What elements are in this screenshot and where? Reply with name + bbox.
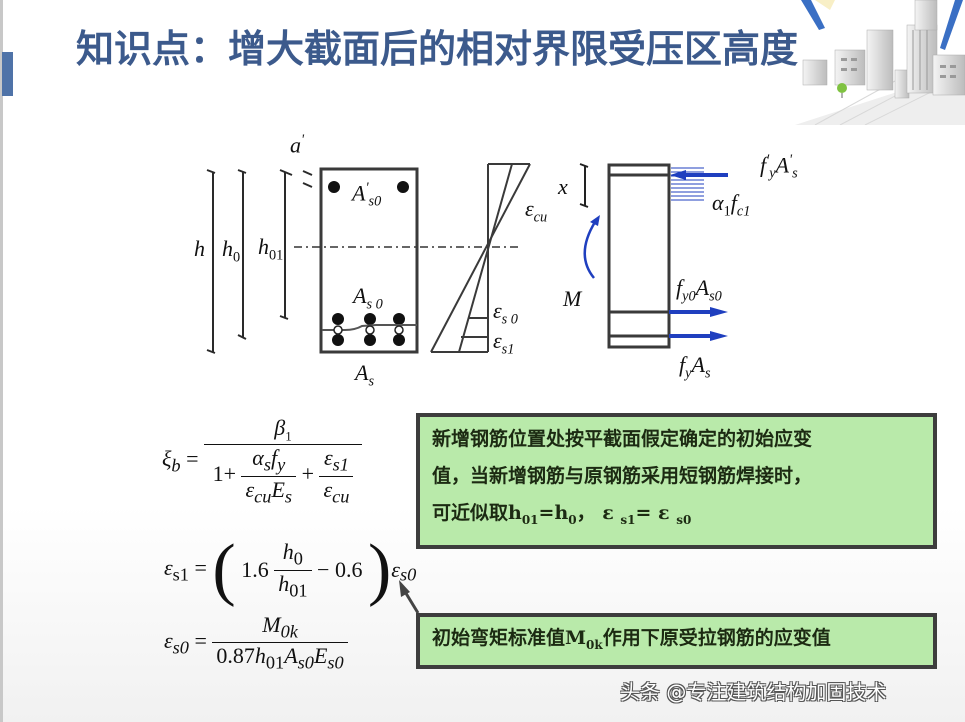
slide-accent-bar xyxy=(2,52,13,96)
label-fy0-As0: fy0As0 xyxy=(676,275,722,305)
label-h0: h0 xyxy=(222,236,241,266)
label-As: As xyxy=(355,360,375,390)
note-line-3: 可近似取h01=h0， ε s1= ε s0 xyxy=(432,502,692,527)
label-M: M xyxy=(563,286,582,311)
note-box-initial-moment: 初始弯矩标准值M0k作用下原受拉钢筋的应变值 xyxy=(416,613,937,669)
label-eps-s1: εs1 xyxy=(493,328,515,358)
label-fy-As: fyAs xyxy=(679,352,711,382)
section-diagram: a' h h0 h01 A's0 As 0 As εcu εs 0 εs1 x … xyxy=(194,132,798,614)
label-eps-cu: εcu xyxy=(525,196,548,226)
note-box-initial-strain: 新增钢筋位置处按平截面假定确定的初始应变 值，当新增钢筋与原钢筋采用短钢筋焊接时… xyxy=(416,413,937,549)
label-h: h xyxy=(194,236,205,261)
label-As0-prime: A's0 xyxy=(352,180,382,210)
city-buildings-illustration xyxy=(795,0,965,125)
label-eps-s0: εs 0 xyxy=(493,298,518,328)
formula-eps-s0: εs0 = M0k 0.87h01As0Es0 xyxy=(164,612,348,674)
note-line-1: 新增钢筋位置处按平截面假定确定的初始应变 xyxy=(432,428,813,450)
diagram-lines xyxy=(206,163,728,354)
label-fy-As-prime: f'yA's xyxy=(760,152,798,182)
slide-title: 知识点：增大截面后的相对界限受压区高度 xyxy=(76,27,799,71)
label-h01: h01 xyxy=(258,234,284,264)
label-a-prime: a' xyxy=(290,132,305,158)
label-alpha-fc1: α1fc1 xyxy=(712,190,751,220)
slide-left-edge xyxy=(0,0,3,722)
label-x: x xyxy=(558,174,568,199)
label-As0: As 0 xyxy=(353,283,383,313)
note-line-2: 值，当新增钢筋与原钢筋采用短钢筋焊接时， xyxy=(432,465,813,487)
watermark: 头条 @专注建筑结构加固技术 xyxy=(620,680,887,704)
